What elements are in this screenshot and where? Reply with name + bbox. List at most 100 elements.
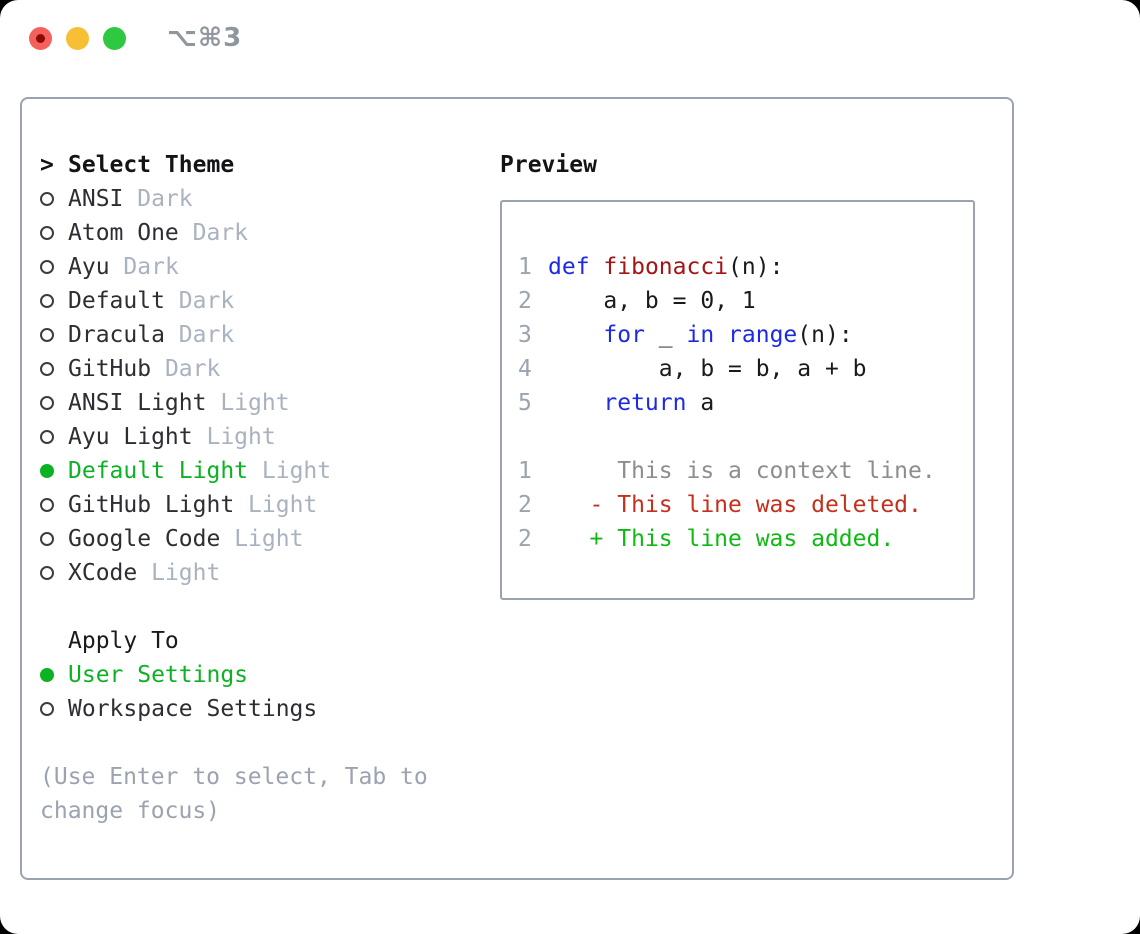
code-token: for [603,322,645,348]
theme-name: Google Code [68,526,221,552]
theme-option[interactable]: Ayu Dark [40,250,486,284]
radio-selected-icon [40,464,68,478]
apply-to-label: Workspace Settings [68,696,318,722]
theme-option[interactable]: Dracula Dark [40,318,486,352]
theme-option[interactable]: GitHub Light Light [40,488,486,522]
radio-unselected-icon [40,192,68,206]
code-token [714,322,728,348]
code-line: 4 a, b = b, a + b [518,352,965,386]
close-button[interactable] [29,27,52,50]
theme-option[interactable]: Ayu Light Light [40,420,486,454]
diff-line-context: 1 This is a context line. [518,454,965,488]
zoom-button[interactable] [103,27,126,50]
diff-line-deleted: 2 - This line was deleted. [518,488,965,522]
line-number: 5 [518,390,532,416]
code-line: 3 for _ in range(n): [518,318,965,352]
apply-to-option[interactable]: Workspace Settings [40,692,486,726]
line-number: 3 [518,322,532,348]
code-token: _ [644,322,687,348]
select-theme-title: Select Theme [68,152,235,178]
focus-caret-icon: > [40,152,54,178]
code-line: 2 a, b = 0, 1 [518,284,965,318]
line-number: 2 [518,526,532,552]
theme-variant: Dark [178,288,235,314]
close-button-dot-icon [36,34,45,43]
theme-variant: Dark [178,322,235,348]
code-token: a, b = 0, 1 [548,288,756,314]
minimize-button[interactable] [66,27,89,50]
code-token [590,254,604,280]
theme-option[interactable]: XCode Light [40,556,486,590]
theme-variant: Light [206,424,276,450]
titlebar: ⌥⌘3 [0,0,1140,78]
radio-unselected-icon [40,226,68,240]
theme-name: Default [68,288,165,314]
line-number: 2 [518,288,532,314]
theme-option[interactable]: Default Light Light [40,454,486,488]
theme-variant: Light [248,492,318,518]
theme-name: Ayu Light [68,424,193,450]
line-number: 1 [518,254,532,280]
theme-option[interactable]: ANSI Light Light [40,386,486,420]
code-token: return [603,390,687,416]
radio-unselected-icon [40,566,68,580]
theme-name: GitHub Light [68,492,235,518]
theme-option[interactable]: Default Dark [40,284,486,318]
radio-selected-icon [40,668,68,682]
diff-preview: 1 This is a context line.2 - This line w… [518,454,965,556]
theme-variant: Light [151,560,221,586]
apply-to-option[interactable]: User Settings [40,658,486,692]
code-token [548,390,603,416]
theme-variant: Light [220,390,290,416]
theme-variant: Dark [137,186,193,212]
code-token: a, b = b, a + b [548,356,867,382]
window-controls [29,27,126,50]
line-number: 4 [518,356,532,382]
line-number: 2 [518,492,532,518]
theme-variant: Light [261,458,332,484]
select-theme-header: > Select Theme [40,148,486,182]
radio-unselected-icon [40,294,68,308]
radio-unselected-icon [40,362,68,376]
code-token: in [686,322,715,348]
theme-name: ANSI [68,186,124,212]
theme-name: Default Light [68,458,249,484]
theme-option[interactable]: GitHub Dark [40,352,486,386]
code-token [548,322,603,348]
theme-variant: Dark [164,356,221,382]
code-line: 5 return a [518,386,965,420]
diff-text: - This line was deleted. [548,492,922,518]
apply-to-header: Apply To [40,624,486,658]
preview-header: Preview [500,148,1000,182]
radio-unselected-icon [40,498,68,512]
keyboard-hint: (Use Enter to select, Tab to change focu… [40,764,428,824]
code-token: (n): [728,254,784,280]
apply-to-label: User Settings [68,662,249,688]
theme-name: ANSI Light [68,390,207,416]
theme-option[interactable]: ANSI Dark [40,182,486,216]
radio-unselected-icon [40,328,68,342]
theme-variant: Light [234,526,304,552]
theme-name: Atom One [68,220,179,246]
diff-text: + This line was added. [548,526,895,552]
theme-option[interactable]: Google Code Light [40,522,486,556]
theme-name: GitHub [68,356,152,382]
code-token: fibonacci [603,254,729,280]
code-token: a [686,390,715,416]
diff-text: This is a context line. [548,458,936,484]
theme-option[interactable]: Atom One Dark [40,216,486,250]
diff-line-added: 2 + This line was added. [518,522,965,556]
code-token: range [728,322,798,348]
theme-variant: Dark [192,220,249,246]
preview-title: Preview [500,152,597,178]
theme-name: XCode [68,560,138,586]
